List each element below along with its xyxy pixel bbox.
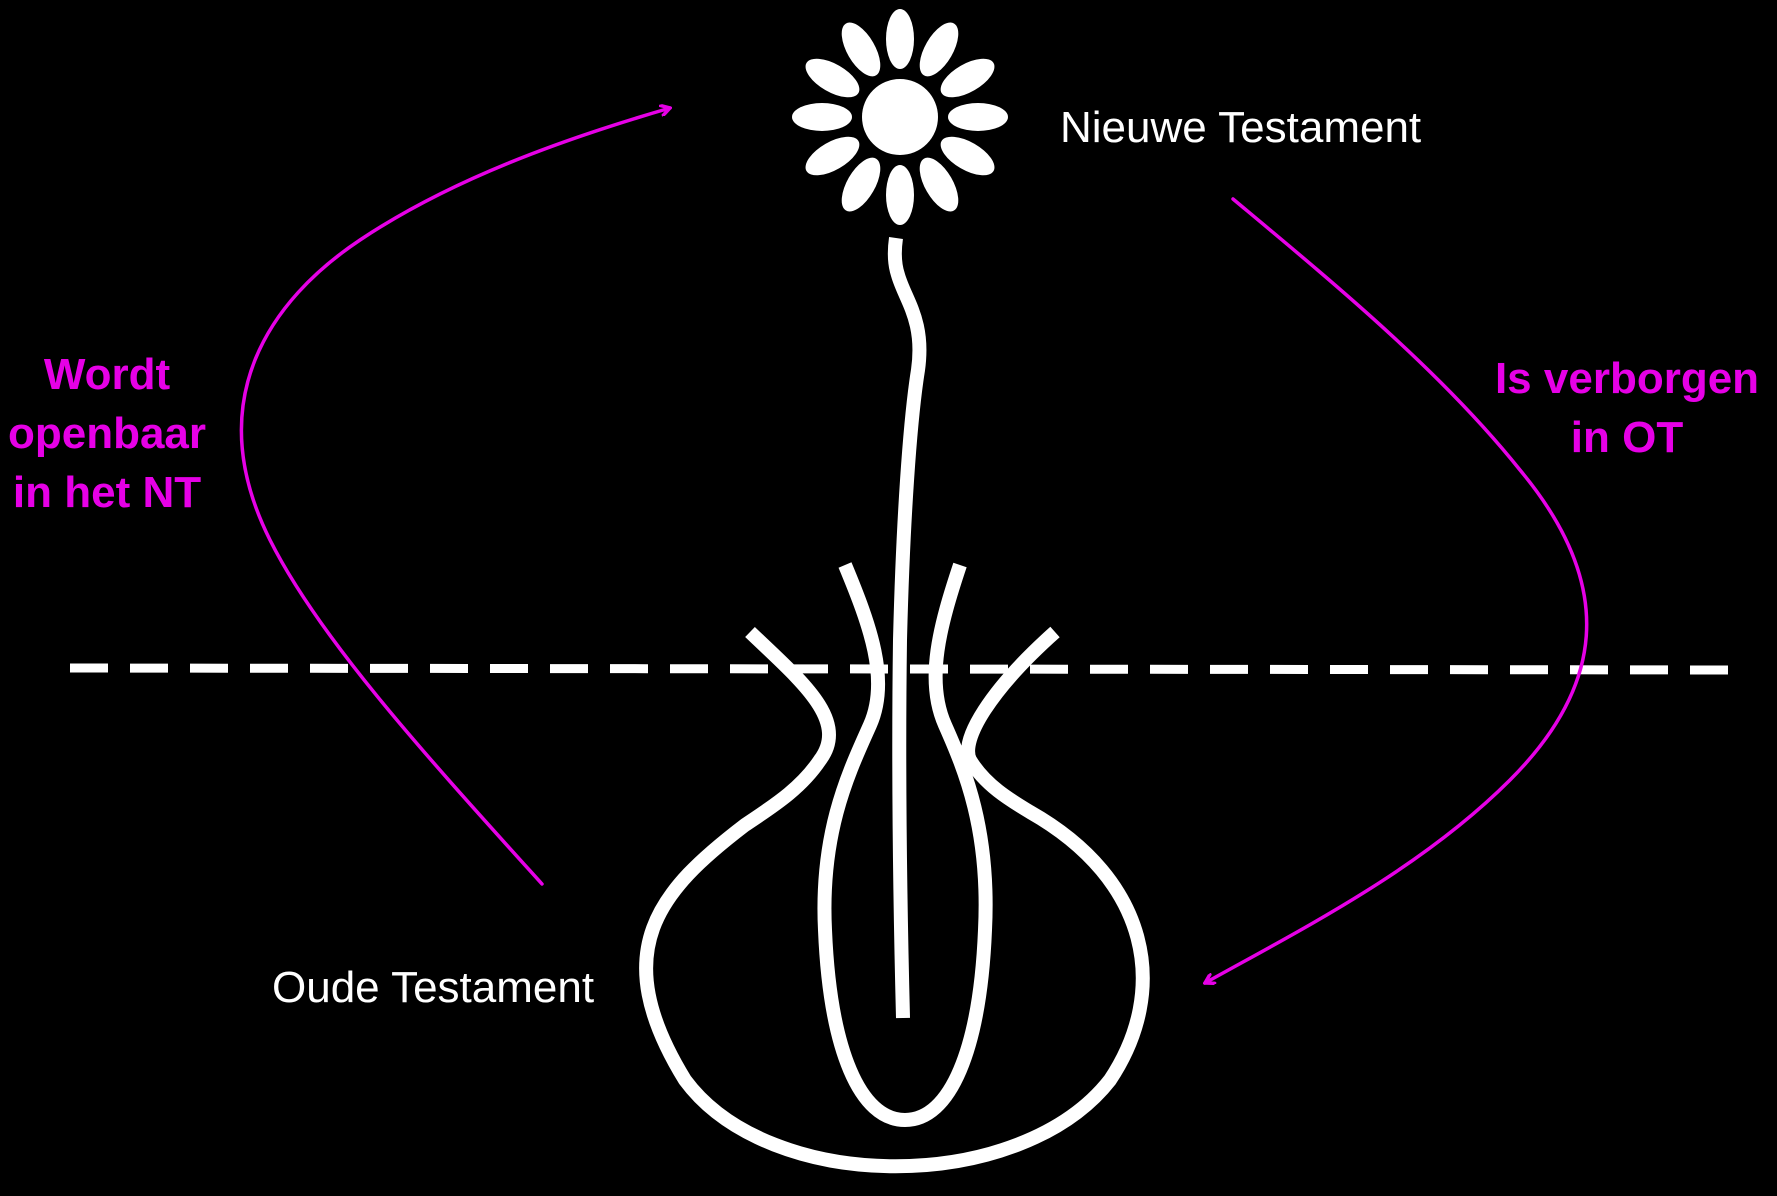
label-old-testament: Oude Testament bbox=[272, 963, 594, 1012]
arrow-revealed bbox=[241, 108, 670, 884]
arrow-hidden bbox=[1205, 199, 1587, 983]
label-hidden-line-1: Is verborgen bbox=[1495, 354, 1759, 403]
label-revealed-line-2: openbaar bbox=[8, 409, 206, 458]
bulb-icon bbox=[646, 238, 1143, 1166]
label-revealed-line-1: Wordt bbox=[44, 350, 171, 399]
label-revealed: Wordt openbaar in het NT bbox=[8, 350, 206, 517]
label-hidden-line-2: in OT bbox=[1571, 413, 1684, 462]
label-hidden: Is verborgen in OT bbox=[1495, 354, 1759, 462]
label-revealed-line-3: in het NT bbox=[13, 468, 201, 517]
flower-center bbox=[862, 79, 938, 155]
label-new-testament: Nieuwe Testament bbox=[1060, 103, 1421, 152]
flower-icon bbox=[792, 9, 1008, 225]
flower-stem bbox=[895, 238, 920, 1018]
